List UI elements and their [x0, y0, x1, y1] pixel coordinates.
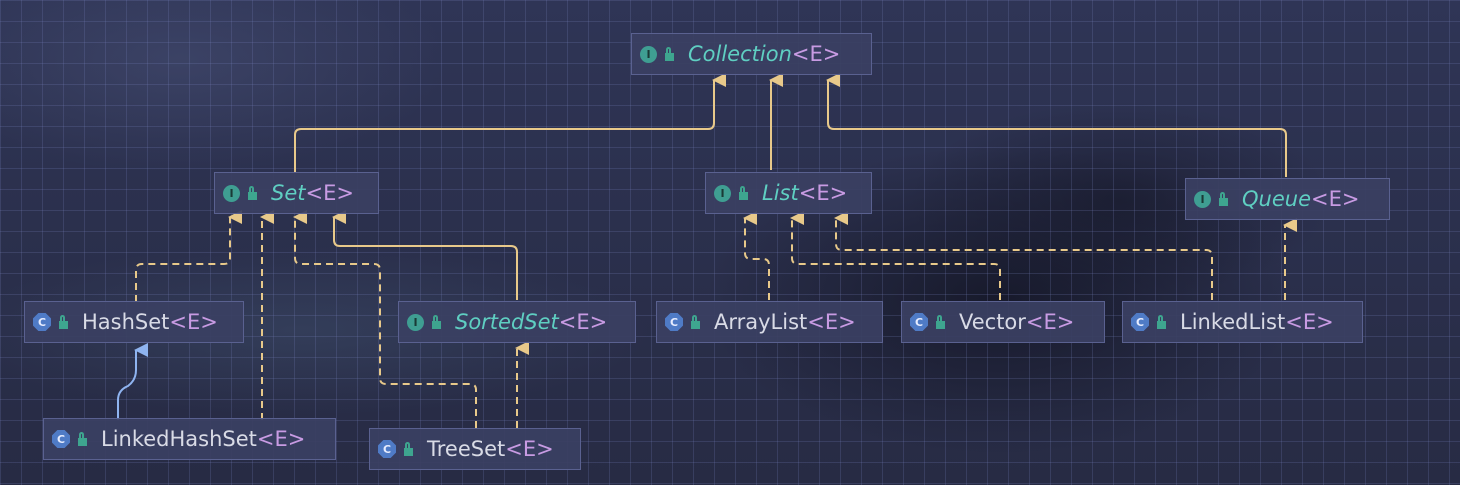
edge-vector-list [790, 211, 1001, 300]
node-generic: <E> [558, 310, 608, 334]
node-name: LinkedList [1180, 310, 1286, 334]
interface-icon: I [407, 313, 424, 331]
edge-set-collection [294, 73, 726, 172]
node-set[interactable]: I Set<E> [214, 172, 379, 214]
node-name: Collection [688, 42, 792, 66]
node-name: ArrayList [714, 310, 808, 334]
edge-linkedlist-list [834, 211, 1213, 300]
class-icon: C [33, 313, 51, 331]
edge-queue-collection [826, 73, 1287, 177]
lock-icon [1219, 191, 1228, 206]
node-vector[interactable]: C Vector<E> [901, 301, 1105, 343]
edge-arraylist-list [743, 211, 770, 300]
node-generic: <E> [791, 42, 841, 66]
class-icon: C [665, 313, 683, 331]
edge-treeset-set [293, 210, 477, 428]
node-generic: <E> [807, 310, 856, 334]
node-name: Queue [1242, 187, 1311, 211]
lock-icon [78, 431, 87, 446]
node-generic: <E> [798, 181, 848, 205]
node-queue[interactable]: I Queue<E> [1185, 178, 1390, 220]
interface-icon: I [223, 184, 240, 202]
interface-icon: I [714, 184, 731, 202]
node-list[interactable]: I List<E> [705, 172, 872, 214]
node-generic: <E> [169, 310, 218, 334]
lock-icon [248, 185, 257, 200]
lock-icon [1157, 314, 1166, 329]
interface-icon: I [1194, 190, 1211, 208]
node-name: Set [271, 181, 306, 205]
node-name: HashSet [82, 310, 170, 334]
node-hashset[interactable]: C HashSet<E> [24, 301, 244, 343]
node-linkedlist[interactable]: C LinkedList<E> [1122, 301, 1363, 343]
lock-icon [936, 314, 945, 329]
lock-icon [665, 46, 674, 61]
node-generic: <E> [1025, 310, 1075, 334]
node-sortedset[interactable]: I SortedSet<E> [398, 301, 636, 343]
node-generic: <E> [1285, 310, 1334, 334]
edge-sortedset-set [332, 210, 518, 300]
node-name: SortedSet [455, 310, 559, 334]
class-icon: C [910, 313, 928, 331]
interface-icon: I [640, 45, 657, 63]
lock-icon [59, 314, 68, 329]
lock-icon [404, 441, 413, 456]
node-arraylist[interactable]: C ArrayList<E> [656, 301, 883, 343]
node-name: LinkedHashSet [101, 427, 257, 451]
node-name: TreeSet [427, 437, 506, 461]
node-linkedhashset[interactable]: C LinkedHashSet<E> [43, 418, 336, 460]
edge-linkedhashset-hashset [117, 343, 148, 420]
class-icon: C [1131, 313, 1149, 331]
edge-hashset-set [135, 210, 242, 302]
node-generic: <E> [505, 437, 554, 461]
node-name: List [762, 181, 799, 205]
lock-icon [432, 314, 441, 329]
node-collection[interactable]: I Collection<E> [631, 33, 872, 75]
node-generic: <E> [305, 181, 354, 205]
lock-icon [691, 314, 700, 329]
lock-icon [739, 185, 748, 200]
class-icon: C [52, 430, 70, 448]
node-generic: <E> [256, 427, 306, 451]
node-name: Vector [959, 310, 1026, 334]
class-icon: C [378, 440, 396, 458]
node-treeset[interactable]: C TreeSet<E> [369, 428, 581, 470]
node-generic: <E> [1311, 187, 1360, 211]
